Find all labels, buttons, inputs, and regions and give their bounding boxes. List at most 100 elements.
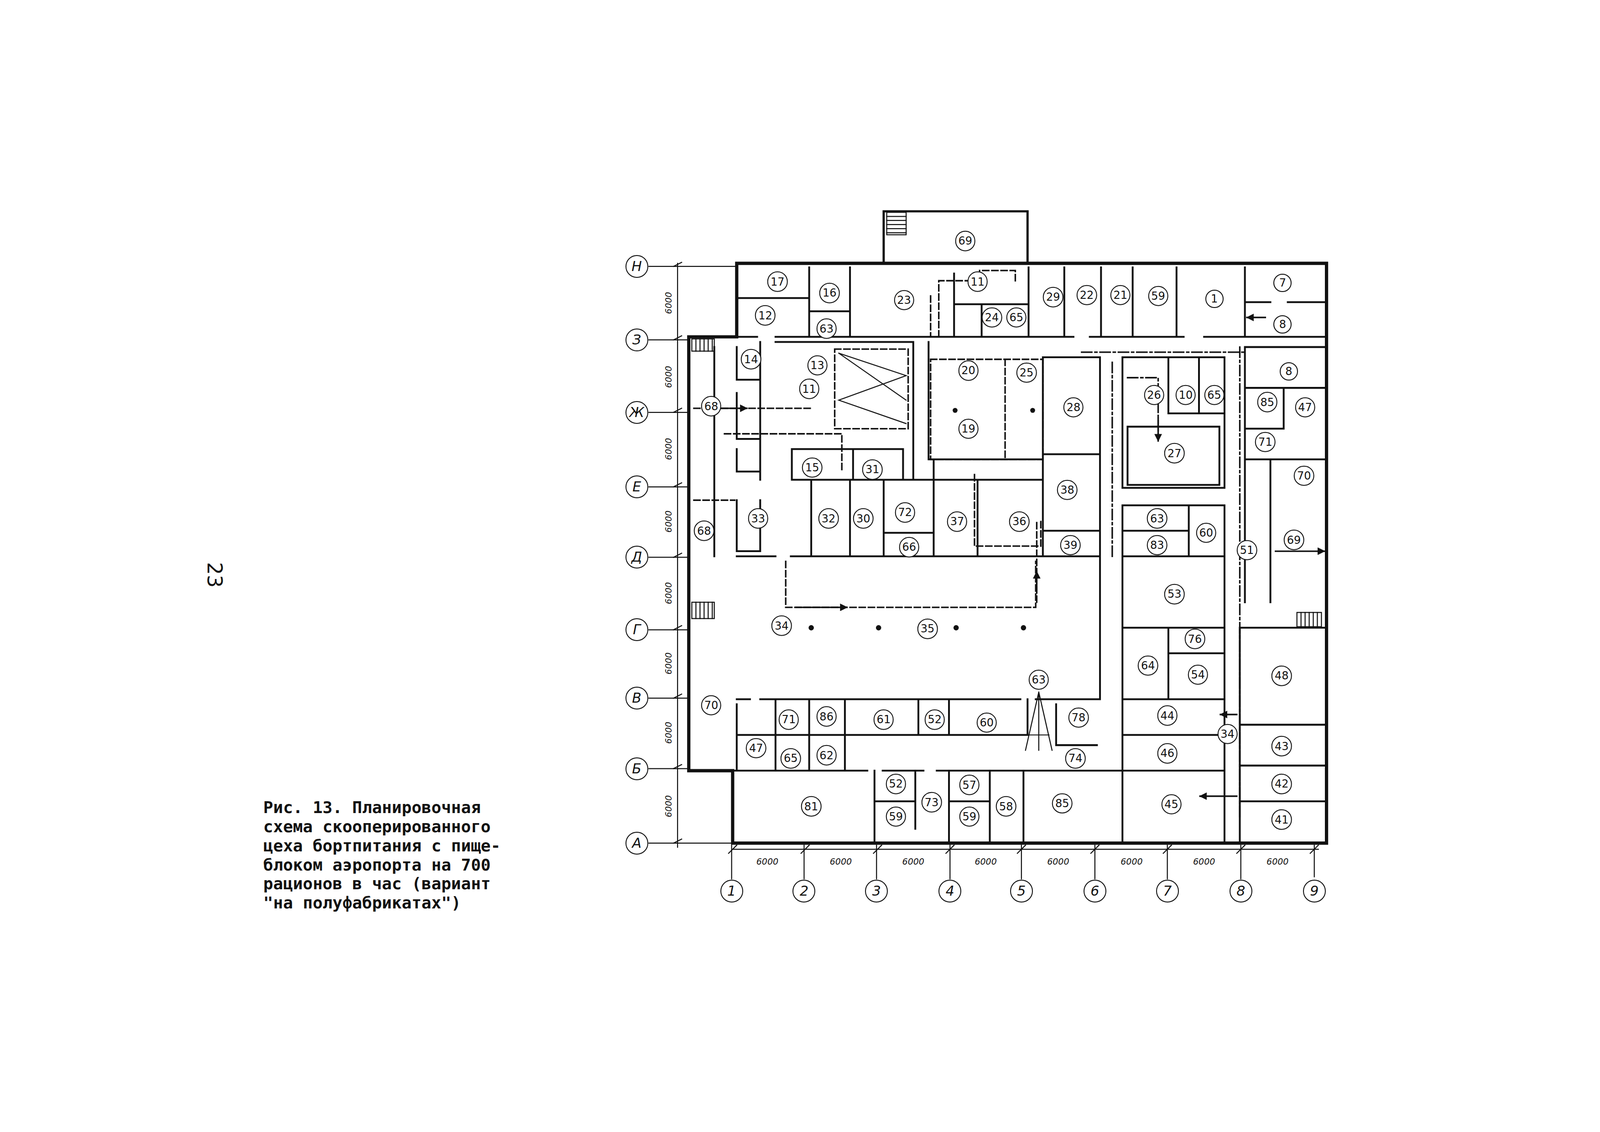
room-number: 47	[1294, 396, 1316, 418]
room-number: 70	[701, 695, 722, 716]
column-dot	[808, 407, 1036, 631]
room-number: 63	[816, 318, 837, 339]
room-number: 48	[1271, 665, 1293, 687]
dimension-text: 6000	[663, 437, 674, 461]
flow-arrow	[1275, 550, 1325, 552]
room-number: 69	[1283, 529, 1305, 551]
room-number: 26	[1143, 384, 1165, 406]
room-number: 57	[958, 774, 980, 796]
room-number: 65	[780, 748, 802, 769]
room-number: 30	[853, 508, 874, 529]
room-number: 1	[1205, 289, 1224, 308]
room-number: 42	[1271, 773, 1293, 795]
room-number: 59	[885, 806, 907, 827]
room-number: 17	[767, 271, 788, 292]
room-number: 76	[1184, 628, 1206, 650]
room-number: 61	[873, 709, 895, 730]
room-number: 45	[1161, 794, 1182, 815]
room-number: 70	[1293, 465, 1315, 486]
room-number: 19	[958, 418, 979, 439]
room-number: 8	[1279, 362, 1298, 381]
room-number: 71	[778, 709, 800, 730]
room-number: 35	[917, 618, 939, 640]
room-number: 63	[1146, 508, 1168, 529]
axis-mark: 2	[792, 879, 816, 903]
room-number: 37	[947, 511, 968, 532]
room-number: 16	[819, 282, 840, 304]
dimension-text: 6000	[663, 581, 674, 605]
room-number: 41	[1271, 809, 1293, 830]
annex-wall	[883, 211, 1028, 264]
room-number: 60	[976, 712, 998, 734]
axis-mark: Ж	[625, 401, 649, 424]
flow-arrow	[1220, 713, 1237, 715]
room-number: 23	[893, 289, 915, 311]
room-number: 33	[748, 508, 769, 529]
room-number: 20	[958, 360, 979, 381]
axis-line	[648, 266, 1314, 879]
room-number: 64	[1137, 655, 1159, 676]
room-number: 10	[1175, 384, 1197, 406]
dimension-text: 6000	[1119, 856, 1144, 867]
room-number: 72	[895, 502, 916, 523]
flow-arrow	[1199, 795, 1237, 797]
room-number: 36	[1009, 511, 1030, 532]
page-number: 23	[202, 562, 226, 588]
axis-mark: З	[625, 328, 649, 352]
room-number: 59	[958, 806, 980, 827]
room-number: 52	[885, 773, 907, 795]
room-number: 27	[1164, 442, 1185, 464]
dimension-text: 6000	[755, 856, 780, 867]
room-number: 34	[1217, 723, 1238, 745]
axis-mark: 7	[1156, 879, 1179, 903]
room-number: 34	[771, 615, 793, 636]
dimension-line	[673, 262, 1319, 854]
room-number: 85	[1257, 391, 1278, 413]
room-number: 8	[1273, 315, 1292, 334]
dimension-text: 6000	[973, 856, 998, 867]
inner-wall	[714, 267, 1327, 844]
room-number: 13	[807, 355, 828, 376]
dimension-text: 6000	[663, 364, 674, 389]
room-number: 29	[1042, 286, 1064, 308]
flow-arrow	[796, 606, 848, 608]
room-number: 11	[967, 271, 988, 292]
axis-mark: 3	[865, 879, 888, 903]
tripod-symbol	[1025, 692, 1053, 751]
axis-mark: Д	[625, 545, 649, 569]
dimension-text: 6000	[1265, 856, 1290, 867]
room-number: 68	[701, 396, 722, 417]
room-number: 54	[1187, 664, 1209, 685]
room-number: 63	[1028, 669, 1050, 691]
room-number: 71	[1255, 431, 1276, 453]
room-number: 52	[924, 709, 945, 730]
room-number: 86	[816, 706, 837, 727]
room-number: 47	[745, 738, 767, 759]
dimension-text: 6000	[663, 651, 674, 676]
room-number: 14	[740, 349, 762, 370]
dimension-text: 6000	[1046, 856, 1070, 867]
room-number: 58	[995, 796, 1017, 817]
room-number: 38	[1057, 479, 1078, 501]
zigzag-line	[838, 353, 907, 424]
flow-line	[693, 270, 1043, 608]
room-number: 68	[693, 520, 715, 542]
room-number: 78	[1068, 707, 1090, 728]
axis-mark: Г	[625, 618, 649, 642]
axis-mark: 5	[1010, 879, 1033, 903]
room-number: 24	[981, 307, 1003, 328]
axis-mark: 6	[1083, 879, 1107, 903]
dimension-text: 6000	[901, 856, 926, 867]
axis-mark: Н	[625, 255, 649, 278]
flow-arrow	[1036, 571, 1038, 593]
stair-symbol	[691, 212, 1322, 627]
dimension-text: 6000	[663, 509, 674, 534]
room-number: 31	[862, 459, 883, 480]
axis-mark: 9	[1302, 879, 1326, 903]
room-number: 15	[802, 457, 823, 478]
room-number: 81	[801, 796, 822, 817]
dimension-text: 6000	[663, 794, 674, 819]
room-number: 66	[899, 536, 920, 558]
